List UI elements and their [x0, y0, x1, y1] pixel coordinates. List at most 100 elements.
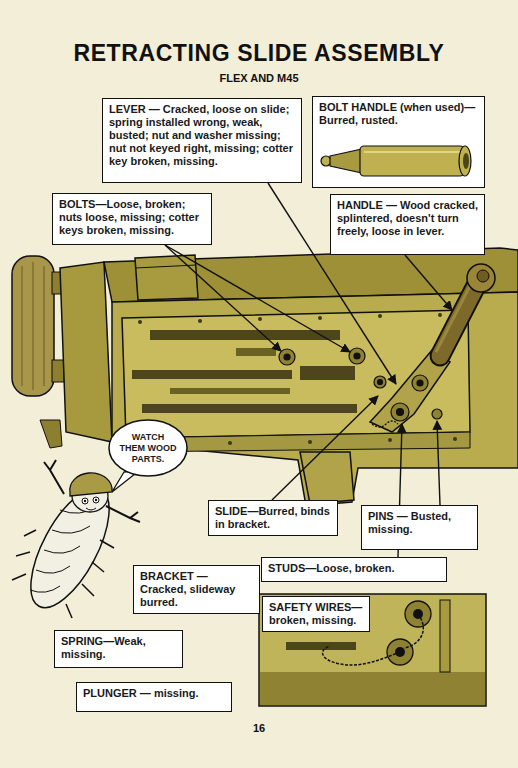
- body-segment: [44, 546, 80, 553]
- leg: [66, 604, 72, 618]
- rivet: [318, 316, 322, 320]
- callout-box: HANDLE — Wood cracked, splintered, doesn…: [330, 194, 485, 255]
- callout-box: SAFETY WIRES— broken, missing.: [262, 596, 370, 632]
- handle-highlight: [436, 282, 472, 352]
- castle-nut: [374, 376, 386, 388]
- leg: [92, 562, 104, 572]
- castle-nut: [412, 375, 428, 391]
- callout-box: BOLTS—Loose, broken; nuts loose, missing…: [52, 193, 212, 245]
- inset-bar: [440, 600, 450, 672]
- callout-text: PLUNGER — missing.: [83, 687, 225, 700]
- trigger: [40, 420, 62, 448]
- leader-line: [165, 245, 281, 351]
- grub-arm: [44, 460, 64, 494]
- slideway-slot: [132, 370, 292, 379]
- pupil: [84, 500, 86, 502]
- callout-box: SPRING—Weak, missing.: [54, 630, 183, 668]
- callout-box: BOLT HANDLE (when used)—Burred, rusted.: [312, 96, 485, 188]
- rivet: [438, 313, 442, 317]
- inset-slot: [286, 642, 356, 650]
- castle-nut: [279, 349, 295, 365]
- rivet: [228, 441, 232, 445]
- bracket-lug: [300, 452, 354, 504]
- grub-segments: [30, 506, 98, 592]
- callout-text: BOLT HANDLE (when used)—Burred, rusted.: [319, 101, 478, 127]
- page-number: 16: [234, 722, 284, 734]
- inset-safety-wire: [323, 646, 400, 665]
- callout-text: SLIDE—Burred, binds in bracket.: [215, 505, 331, 531]
- wood-grain: [33, 262, 34, 390]
- wood-grip: [12, 256, 54, 396]
- bolt-end: [417, 380, 423, 386]
- grip-mount: [52, 360, 64, 382]
- bubble-text: WATCH THEM WOOD PARTS.: [119, 432, 177, 465]
- handle-knob: [467, 264, 495, 292]
- rivet: [453, 437, 457, 441]
- safety-wire: [372, 421, 398, 427]
- bolts: [279, 348, 442, 421]
- rivet: [138, 320, 142, 324]
- wood-handle: [440, 282, 478, 356]
- callout-text: HANDLE — Wood cracked, splintered, doesn…: [337, 199, 478, 238]
- pupil: [95, 499, 97, 501]
- callout-box: LEVER — Cracked, loose on slide; spring …: [102, 98, 302, 183]
- knob-end: [477, 270, 489, 282]
- back-plate: [60, 262, 112, 442]
- bolt-handle-bore: [463, 153, 469, 169]
- callout-text: LEVER — Cracked, loose on slide; spring …: [109, 103, 295, 168]
- bolt-end: [378, 380, 383, 385]
- castle-nut: [349, 348, 365, 364]
- callout-text: BRACKET — Cracked, slideway burred.: [140, 570, 253, 609]
- bubble-shape: [109, 420, 187, 476]
- slideway-slot: [300, 366, 355, 380]
- bolt-handle-neck: [330, 149, 362, 173]
- rivets: [138, 313, 457, 446]
- callout-text: PINS — Busted, missing.: [368, 510, 471, 536]
- callout-text: SAFETY WIRES— broken, missing.: [269, 601, 363, 627]
- body-segment: [30, 586, 60, 592]
- callout-text: BOLTS—Loose, broken; nuts loose, missing…: [59, 198, 205, 237]
- inset-frame: [259, 594, 486, 706]
- castle-nut: [391, 403, 409, 421]
- leader-line: [272, 396, 378, 500]
- bolt-end: [354, 353, 360, 359]
- callout-text: SPRING—Weak, missing.: [61, 635, 176, 661]
- grub-arm: [106, 506, 140, 522]
- leg: [16, 552, 30, 556]
- bolt-handle-end: [459, 146, 471, 176]
- callout-box: SLIDE—Burred, binds in bracket.: [208, 500, 338, 536]
- body-segment: [36, 566, 70, 573]
- leg: [100, 540, 114, 548]
- rivet: [308, 440, 312, 444]
- slideway-slot: [142, 404, 357, 413]
- bolt-end: [397, 409, 404, 416]
- leader-line: [437, 421, 440, 505]
- bolt-handle-tip: [321, 156, 331, 166]
- grub-body: [15, 477, 125, 619]
- inset-rail: [260, 672, 485, 705]
- handle-outline: [440, 282, 478, 356]
- callout-box: PLUNGER — missing.: [76, 682, 232, 712]
- rivet: [388, 438, 392, 442]
- helmet: [70, 473, 112, 496]
- leg: [12, 574, 26, 580]
- slideway-slot: [236, 348, 276, 356]
- rivet: [258, 317, 262, 321]
- slideway-slot: [170, 388, 290, 394]
- body-segment: [52, 526, 90, 533]
- rivet: [198, 319, 202, 323]
- wood-grain: [22, 266, 23, 386]
- mouth: [86, 508, 96, 510]
- page-title: RETRACTING SLIDE ASSEMBLY: [0, 40, 518, 67]
- speech-bubble: WATCH THEM WOOD PARTS.: [108, 419, 188, 477]
- top-block: [135, 255, 198, 300]
- eye: [82, 498, 88, 504]
- pin: [432, 409, 442, 419]
- grub-legs: [12, 530, 114, 618]
- leg: [82, 584, 94, 596]
- bolt-handle-body: [360, 146, 464, 176]
- callout-box: PINS — Busted, missing.: [361, 505, 478, 550]
- inset-safety-wire: [404, 614, 423, 648]
- callout-text: STUDS—Loose, broken.: [268, 562, 440, 575]
